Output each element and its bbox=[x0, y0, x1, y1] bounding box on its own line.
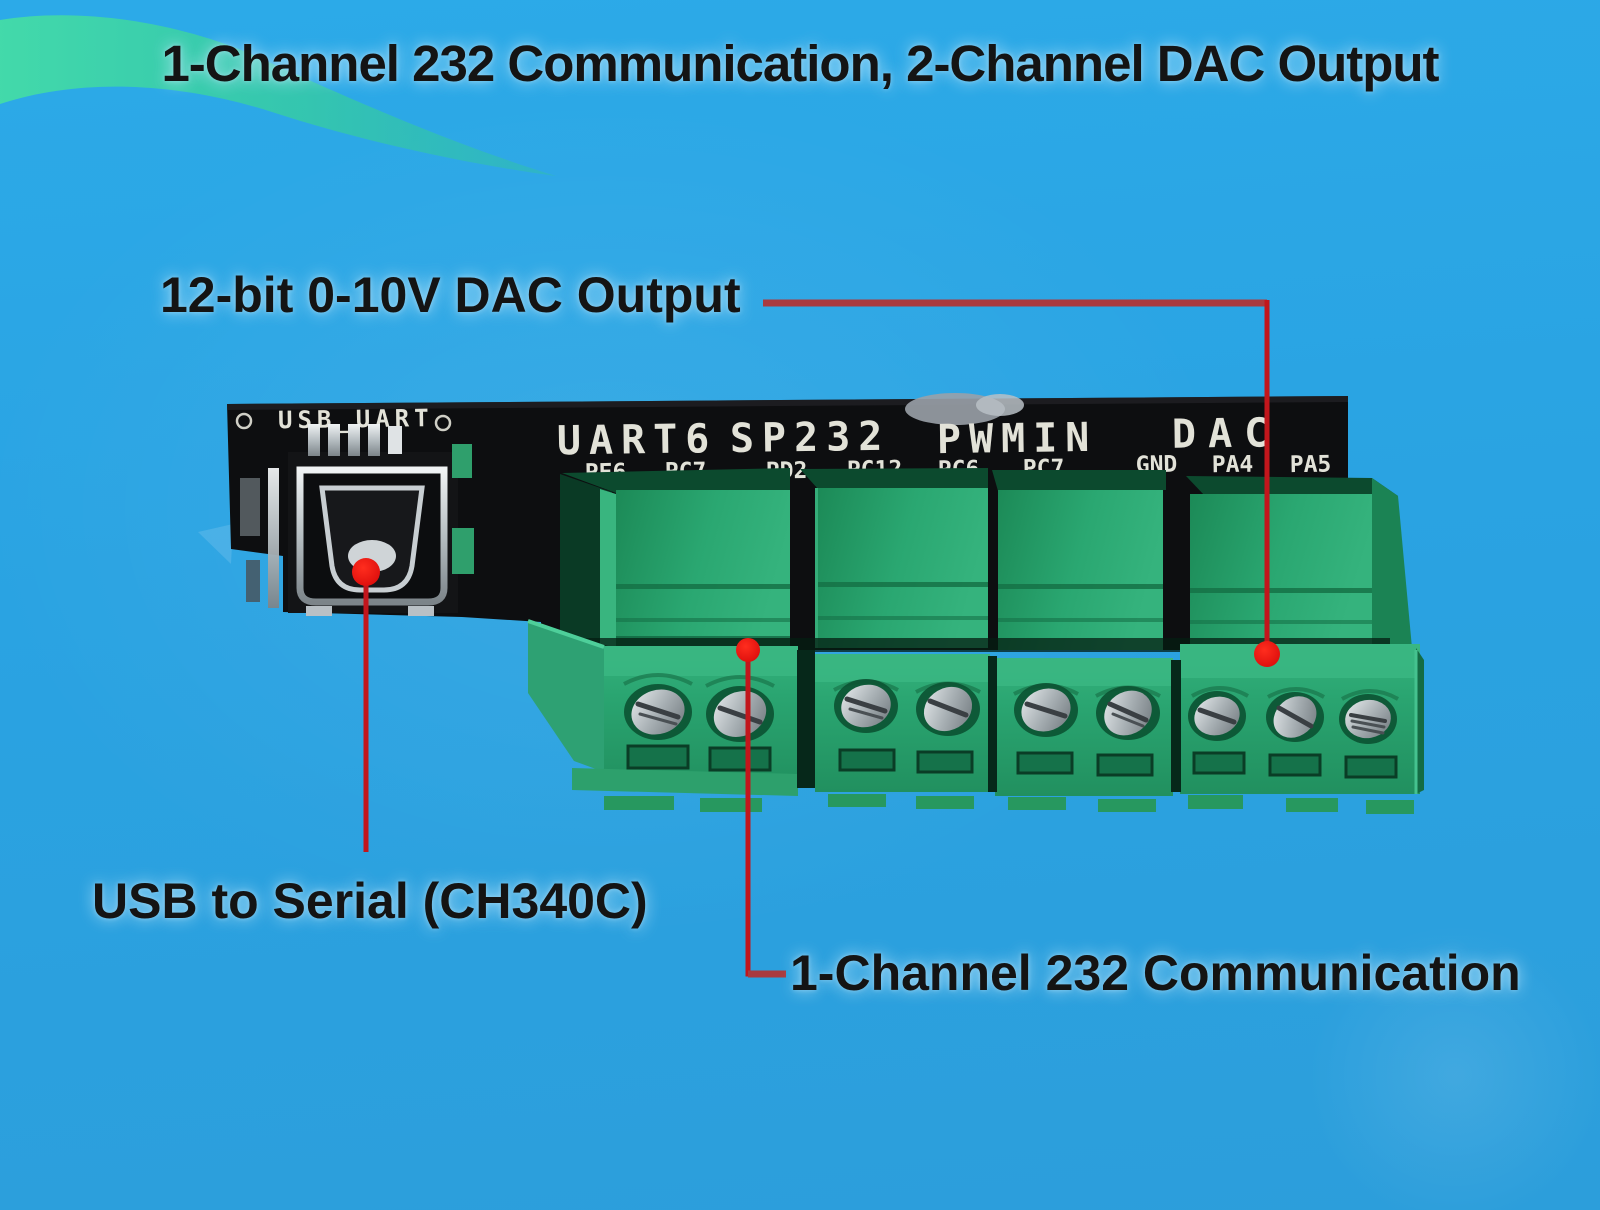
screw-terminal bbox=[1266, 692, 1324, 742]
terminal-block-2 bbox=[815, 654, 990, 809]
terminal-header-4 bbox=[1186, 476, 1412, 648]
wire-slot bbox=[1016, 751, 1074, 775]
block-gap-shadow bbox=[797, 650, 815, 788]
mounting-foot bbox=[1366, 800, 1414, 814]
block-gap-shadow bbox=[1171, 660, 1181, 792]
pcb-reflection bbox=[198, 524, 233, 564]
usb-foot bbox=[408, 606, 434, 616]
terminal-header-2 bbox=[800, 468, 988, 648]
mounting-foot bbox=[1286, 798, 1338, 812]
usb-solder-tab bbox=[246, 560, 260, 602]
fiducial-hole-right bbox=[434, 414, 452, 432]
dac-marker-dot bbox=[1254, 641, 1280, 667]
pin-label: PA4 bbox=[1212, 452, 1254, 479]
screw-terminal bbox=[1096, 686, 1160, 740]
terminal-block-1 bbox=[527, 619, 798, 812]
callout-dac-output: 12-bit 0-10V DAC Output bbox=[160, 267, 741, 323]
screw-terminal bbox=[624, 684, 692, 740]
terminal-front-row bbox=[527, 619, 1424, 814]
group-label-pwmin: PWMIN bbox=[937, 415, 1098, 463]
mounting-foot bbox=[1008, 797, 1066, 810]
screw-terminal bbox=[706, 686, 774, 742]
screw-terminal bbox=[1339, 694, 1397, 744]
screw-terminal bbox=[1014, 683, 1078, 737]
terminal-header-1 bbox=[560, 468, 790, 648]
mounting-foot bbox=[604, 796, 674, 810]
callout-rs232: 1-Channel 232 Communication bbox=[790, 945, 1521, 1001]
wire-slot bbox=[626, 744, 690, 770]
terminal-header-3 bbox=[992, 470, 1166, 650]
mounting-foot bbox=[1188, 795, 1243, 809]
silkscreen: USB_UART UART6 SP232 PWMIN DAC PE6 PC7 P… bbox=[278, 404, 1332, 486]
terminal-upper-row bbox=[560, 468, 1412, 650]
screw-terminal bbox=[916, 682, 980, 736]
pin-label: PA5 bbox=[1290, 452, 1332, 479]
mounting-foot bbox=[916, 796, 974, 809]
usb-marker-dot bbox=[352, 558, 380, 586]
wire-slot bbox=[1192, 751, 1246, 775]
pcb-top-edge bbox=[227, 396, 1348, 410]
wire-slot bbox=[708, 746, 772, 772]
block-gap-shadow bbox=[988, 656, 997, 792]
background-glow bbox=[1305, 925, 1600, 1210]
callout-usb-serial: USB to Serial (CH340C) bbox=[92, 873, 648, 929]
green-component bbox=[452, 528, 474, 574]
fiducial-hole-left bbox=[235, 412, 253, 430]
usb-connector bbox=[240, 424, 474, 616]
mounting-foot bbox=[700, 798, 762, 812]
usb-side-tab-left bbox=[268, 468, 279, 608]
callout-lines bbox=[352, 299, 1280, 978]
mounting-foot bbox=[1098, 799, 1156, 812]
wire-slot bbox=[1344, 755, 1398, 779]
usb-opening bbox=[319, 485, 425, 593]
wire-slot bbox=[1268, 753, 1322, 777]
green-component bbox=[452, 444, 472, 478]
group-label-sp232: SP232 bbox=[730, 414, 891, 462]
wire-slot bbox=[916, 750, 974, 774]
screw-terminal bbox=[1188, 691, 1246, 741]
usb-foot bbox=[306, 606, 332, 616]
usb-back-pins bbox=[308, 424, 402, 456]
wire-slot bbox=[838, 748, 896, 772]
terminal-block-4 bbox=[1180, 644, 1424, 814]
swoosh-decoration bbox=[0, 15, 556, 177]
terminal-block-3 bbox=[995, 658, 1173, 812]
screw-terminal bbox=[834, 679, 898, 733]
solder-blob-highlight bbox=[976, 394, 1024, 416]
group-label-uart6: UART6 bbox=[557, 416, 718, 464]
page-title: 1-Channel 232 Communication, 2-Channel D… bbox=[161, 35, 1439, 92]
group-label-dac: DAC bbox=[1172, 410, 1281, 458]
mounting-foot bbox=[828, 794, 886, 807]
comm-marker-dot bbox=[736, 638, 760, 662]
usb-solder-tab bbox=[240, 478, 260, 536]
wire-slot bbox=[1096, 753, 1154, 777]
